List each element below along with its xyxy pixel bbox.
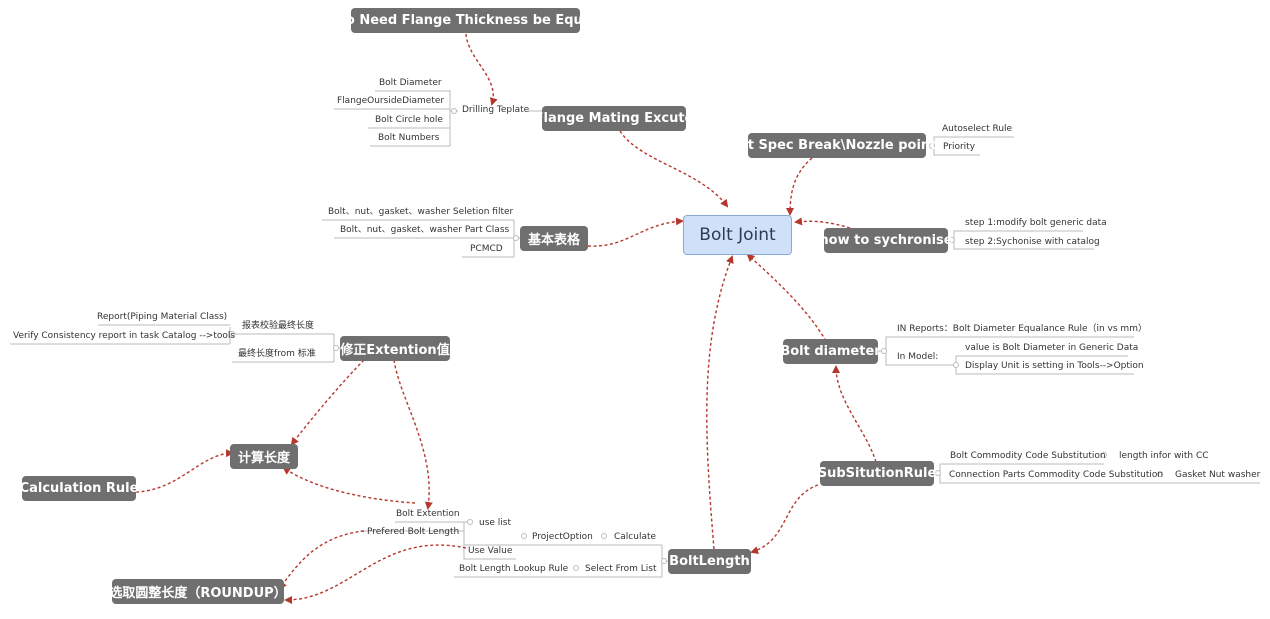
leaf-final-length-from-standard[interactable]: 最终长度from 标准 xyxy=(238,349,316,359)
leaf-step-1[interactable]: step 1:modify bolt generic data xyxy=(965,218,1107,228)
leaf-autoselect-rule[interactable]: Autoselect Rule xyxy=(942,124,1013,134)
topic-correct-extension[interactable]: 修正Extention值 xyxy=(340,336,450,361)
leaf-prefered-bolt-length[interactable]: Prefered Bolt Length xyxy=(367,527,460,537)
collapse-dots xyxy=(229,108,1163,571)
leaf-select-from-list[interactable]: Select From List xyxy=(585,564,657,574)
leaf-part-class[interactable]: Bolt、nut、gasket、washer Part Class xyxy=(340,225,510,235)
topic-roundup-length[interactable]: 选取圆整长度（ROUNDUP） xyxy=(109,579,287,604)
leaf-priority[interactable]: Priority xyxy=(943,142,976,152)
leaf-report-piping-material-class[interactable]: Report(Piping Material Class) xyxy=(97,312,228,322)
leaf-connection-parts-substitution[interactable]: Connection Parts Commodity Code Substitu… xyxy=(949,470,1164,480)
leaf-verify-consistency[interactable]: Verify Consistency report in task Catalo… xyxy=(13,331,236,341)
leaf-gasket-nut-washer[interactable]: Gasket Nut washer xyxy=(1175,470,1261,480)
leaf-calculate[interactable]: Calculate xyxy=(614,532,657,542)
leaf-bolt-numbers[interactable]: Bolt Numbers xyxy=(378,133,440,143)
topic-flange-mating-excute[interactable]: Flange Mating Excute xyxy=(535,106,693,131)
leaf-bolt-length-lookup-rule[interactable]: Bolt Length Lookup Rule xyxy=(459,564,569,574)
dependency-arrows xyxy=(135,33,877,604)
topic-bolt-length[interactable]: BoltLength xyxy=(668,549,751,574)
leaf-value-bolt-diameter[interactable]: value is Bolt Diameter in Generic Data xyxy=(965,343,1139,353)
leaf-bolt-circle-hole[interactable]: Bolt Circle hole xyxy=(375,115,443,125)
topic-how-to-sychronise[interactable]: how to sychronise xyxy=(819,228,953,253)
leaf-step-2[interactable]: step 2:Sychonise with catalog xyxy=(965,237,1100,247)
leaf-flange-outside-diameter[interactable]: FlangeOursideDiameter xyxy=(337,96,445,106)
topic-calculation-rule[interactable]: Calculation Rule xyxy=(20,476,138,501)
leaf-bolt-diameter[interactable]: Bolt Diameter xyxy=(379,78,442,88)
leaf-selection-filter[interactable]: Bolt、nut、gasket、washer Seletion filter xyxy=(328,207,514,217)
leaf-in-model[interactable]: In Model: xyxy=(897,352,939,362)
leaf-pcmcd[interactable]: PCMCD xyxy=(470,244,503,254)
leaf-use-list[interactable]: use list xyxy=(479,518,512,528)
leaf-drilling-teplate[interactable]: Drilling Teplate xyxy=(462,105,530,115)
leaf-use-value[interactable]: Use Value xyxy=(468,546,513,556)
topic-no-need-flange-thickness[interactable]: No Need Flange Thickness be Equal xyxy=(335,8,596,33)
topic-calc-length[interactable]: 计算长度 xyxy=(230,444,298,469)
topic-bolt-diameter[interactable]: Bolt diameter xyxy=(780,339,881,364)
leaf-display-unit[interactable]: Display Unit is setting in Tools-->Optio… xyxy=(965,361,1144,371)
leaf-bolt-extention[interactable]: Bolt Extention xyxy=(396,509,460,519)
topic-basic-table[interactable]: 基本表格 xyxy=(520,226,588,251)
leaf-project-option[interactable]: ProjectOption xyxy=(532,532,593,542)
central-topic-bolt-joint[interactable]: Bolt Joint xyxy=(683,215,792,255)
leaf-length-infor-with-cc[interactable]: length infor with CC xyxy=(1119,451,1209,461)
topic-spec-break-nozzle[interactable]: At Spec Break\Nozzle point xyxy=(738,133,936,158)
topic-subsitution-rule[interactable]: SubSitutionRule xyxy=(818,461,936,486)
leaf-bolt-commodity-substitution[interactable]: Bolt Commodity Code Substitution xyxy=(950,451,1106,461)
leaf-check-final-length[interactable]: 报表校验最终长度 xyxy=(242,321,315,331)
leaf-in-reports[interactable]: IN Reports：Bolt Diameter Equalance Rule（… xyxy=(897,324,1147,334)
